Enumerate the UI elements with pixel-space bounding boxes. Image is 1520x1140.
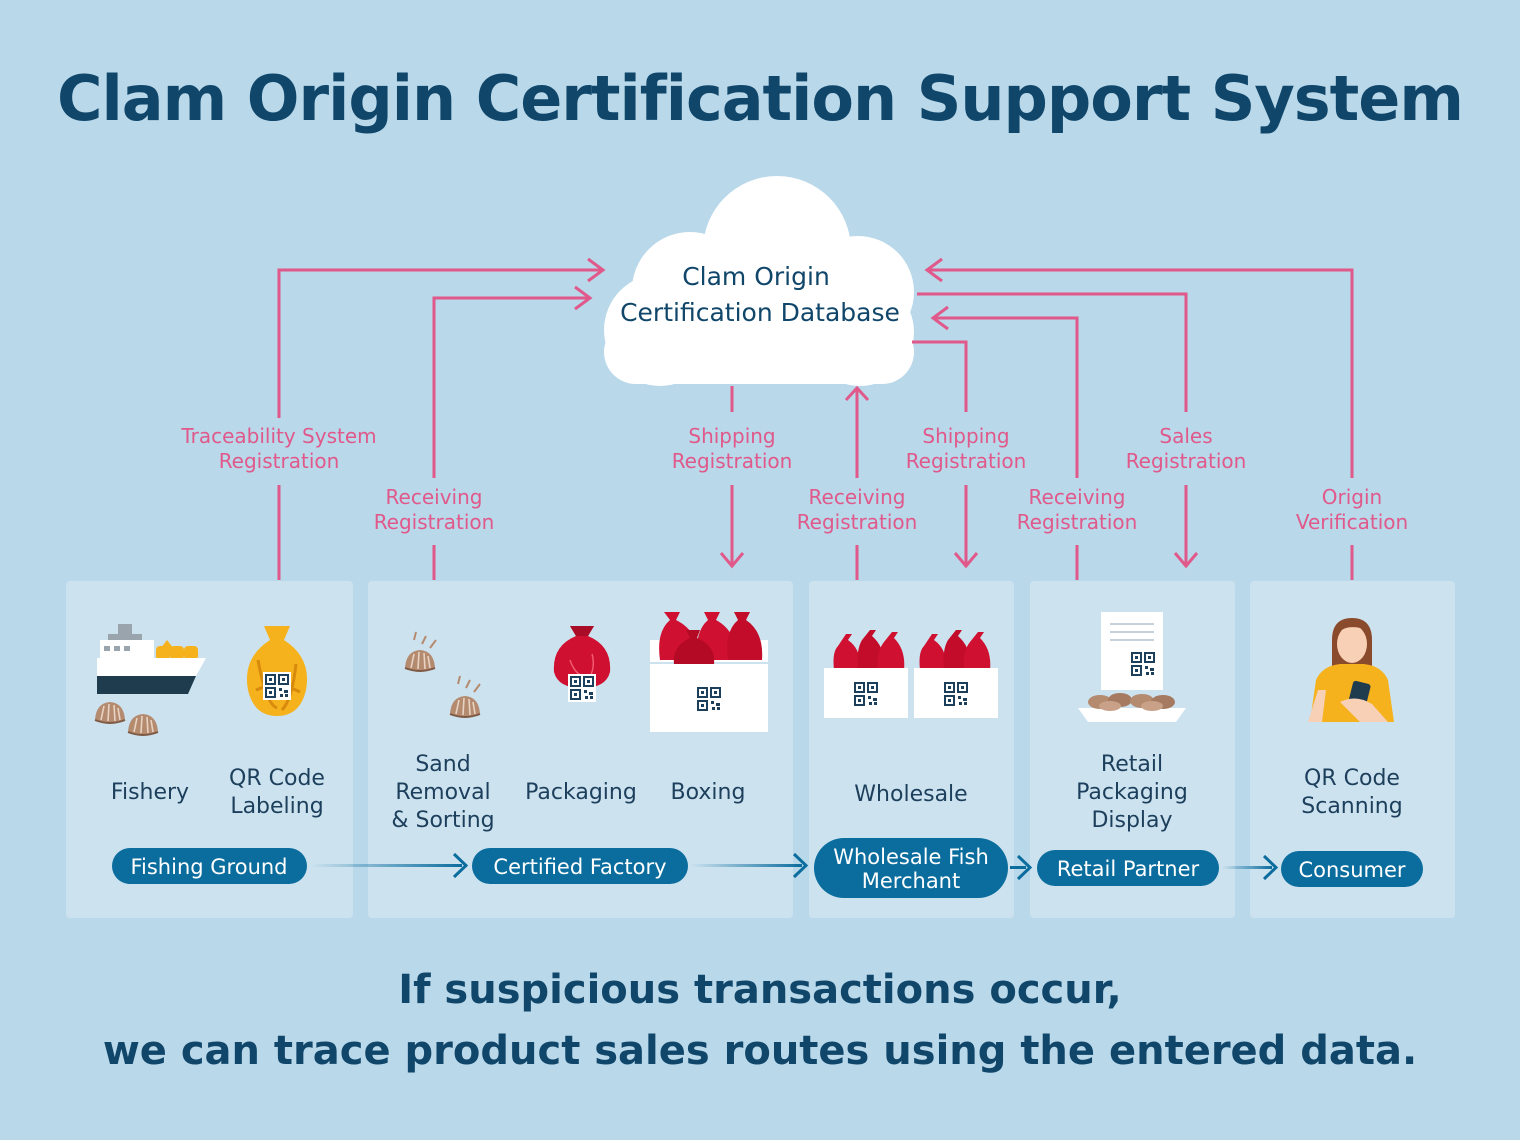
- stage-wholesale-1: Wholesale Fish: [833, 845, 989, 869]
- flow-label-receiving-wholesale-1: Receiving: [809, 485, 906, 509]
- stage-certified-factory: Certified Factory: [493, 855, 666, 879]
- flow-label-receiving-retail-1: Receiving: [1029, 485, 1126, 509]
- flow-label-traceability-2: Registration: [219, 449, 340, 473]
- step-wholesale: Wholesale: [854, 782, 967, 807]
- step-sand-3: & Sorting: [391, 808, 494, 833]
- stage-pill-fishing-ground: [112, 848, 307, 884]
- step-boxing: Boxing: [671, 780, 746, 805]
- flow-label-traceability-1: Traceability System: [180, 424, 376, 448]
- step-qr-labeling-2: Labeling: [230, 794, 323, 819]
- step-sand-2: Removal: [395, 780, 490, 805]
- step-fishery: Fishery: [111, 780, 189, 805]
- flow-label-receiving-factory-1: Receiving: [386, 485, 483, 509]
- stage-wholesale-2: Merchant: [862, 869, 960, 893]
- flow-label-shipping-wholesale-1: Shipping: [922, 424, 1009, 448]
- flow-label-sales-1: Sales: [1159, 424, 1212, 448]
- stage-pill-wholesale: [814, 838, 1008, 898]
- step-qr-labeling-1: QR Code: [229, 766, 325, 791]
- flow-label-receiving-retail-2: Registration: [1017, 510, 1138, 534]
- fishing-boat-icon: [97, 624, 206, 694]
- flow-label-sales-2: Registration: [1126, 449, 1247, 473]
- step-retail-1: Retail: [1101, 752, 1163, 777]
- stage-retail-partner: Retail Partner: [1057, 857, 1200, 881]
- flow-label-receiving-factory-2: Registration: [374, 510, 495, 534]
- stage-fishing-ground: Fishing Ground: [130, 855, 287, 879]
- stage-pill-consumer: [1281, 851, 1423, 887]
- flow-label-shipping-wholesale-2: Registration: [906, 449, 1027, 473]
- flow-label-shipping-factory-2: Registration: [672, 449, 793, 473]
- flow-label-receiving-wholesale-2: Registration: [797, 510, 918, 534]
- footer-line-1: If suspicious transactions occur,: [398, 967, 1122, 1013]
- step-retail-2: Packaging: [1076, 780, 1188, 805]
- page-title: Clam Origin Certification Support System: [57, 62, 1464, 135]
- step-retail-3: Display: [1091, 808, 1172, 833]
- flow-label-origin-1: Origin: [1322, 485, 1382, 509]
- registration-arrows: [277, 257, 1354, 580]
- stage-pill-certified-factory: [472, 848, 688, 884]
- box-of-bags-icon: [650, 612, 768, 732]
- panel-retail: [1030, 581, 1235, 918]
- flow-label-origin-2: Verification: [1296, 510, 1408, 534]
- sand-clam-icon: [404, 631, 481, 718]
- step-qr-scanning-2: Scanning: [1301, 794, 1402, 819]
- consumer-phone-icon: [1308, 618, 1394, 722]
- database-label-line2: Certification Database: [620, 298, 900, 327]
- panel-consumer: [1250, 581, 1455, 918]
- flow-label-shipping-factory-1: Shipping: [688, 424, 775, 448]
- stage-arrows: [310, 852, 1279, 881]
- footer-message: If suspicious transactions occur, we can…: [0, 960, 1520, 1082]
- step-qr-scanning-1: QR Code: [1304, 766, 1400, 791]
- step-packaging: Packaging: [525, 780, 637, 805]
- cloud-icon: [604, 176, 914, 386]
- database-label-line1: Clam Origin: [682, 262, 830, 291]
- step-sand-1: Sand: [415, 752, 470, 777]
- stage-consumer: Consumer: [1298, 858, 1405, 882]
- stage-pill-retail-partner: [1037, 850, 1219, 886]
- footer-line-2: we can trace product sales routes using …: [102, 1028, 1418, 1074]
- wholesale-boxes-icon: [824, 630, 998, 718]
- yellow-bag-qr-icon: [246, 626, 308, 716]
- retail-tray-icon: [1078, 612, 1186, 722]
